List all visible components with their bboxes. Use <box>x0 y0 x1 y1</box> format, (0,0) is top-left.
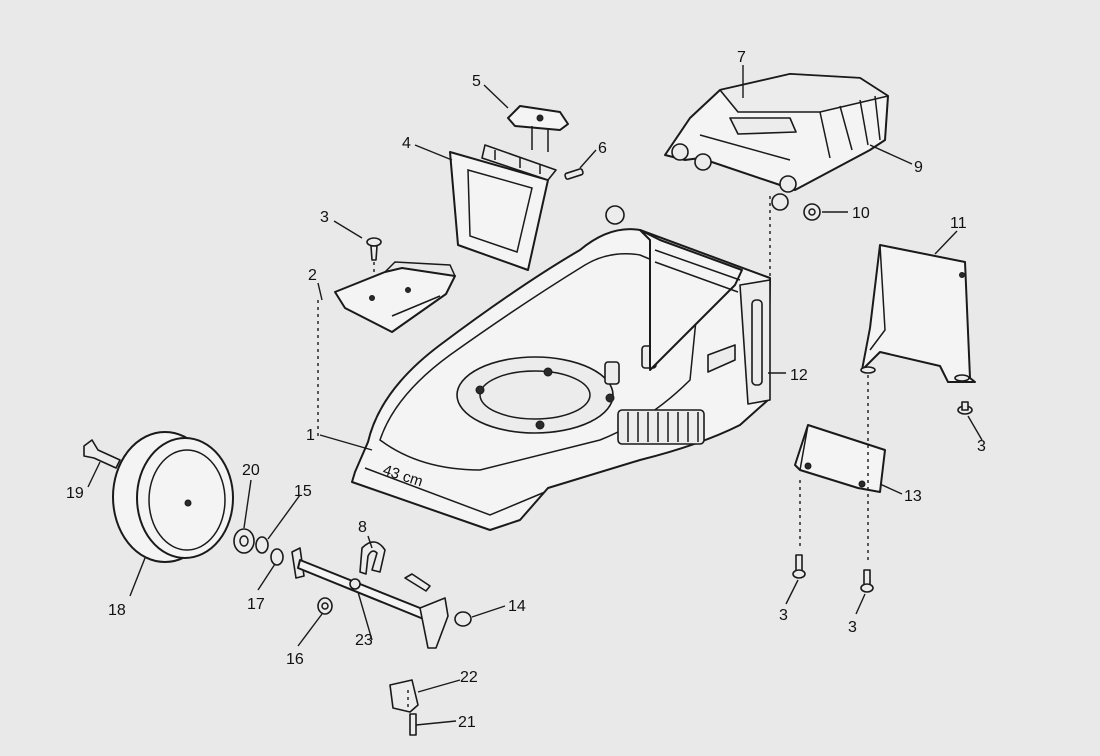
part-bushing-10 <box>771 193 821 221</box>
callout-19: 19 <box>66 485 84 502</box>
callout-3-lower-left: 3 <box>779 607 788 624</box>
callout-3-right: 3 <box>977 438 986 455</box>
callout-3-upper: 3 <box>320 209 329 226</box>
part-l-pin <box>404 573 431 592</box>
callout-9: 9 <box>914 159 923 176</box>
callout-1: 1 <box>306 427 315 444</box>
callout-5: 5 <box>472 73 481 90</box>
part-spacer-20 <box>233 528 255 554</box>
callout-14: 14 <box>508 598 526 615</box>
callout-13: 13 <box>904 488 922 505</box>
part-bracket <box>794 424 886 493</box>
callout-11: 11 <box>950 215 967 232</box>
part-side-guard <box>860 244 976 383</box>
callout-17: 17 <box>247 596 265 613</box>
callout-8: 8 <box>358 519 367 536</box>
part-wheel <box>112 431 234 563</box>
part-screw-3-right <box>957 401 973 415</box>
part-plate-22 <box>389 679 419 713</box>
part-deflector-plate <box>334 261 456 333</box>
part-rear-frame <box>449 144 557 271</box>
callout-labels: 1 2 3 4 5 6 7 9 10 11 12 3 13 14 15 20 1… <box>66 49 986 731</box>
leader-lines <box>87 65 983 726</box>
callout-6: 6 <box>598 140 607 157</box>
part-latch <box>507 105 569 152</box>
callout-20: 20 <box>242 462 260 479</box>
part-screw-3-lower-right <box>860 569 874 593</box>
part-clip <box>359 541 386 575</box>
part-screw-3-upper <box>366 237 382 261</box>
callout-2: 2 <box>308 267 317 284</box>
callout-18: 18 <box>108 602 126 619</box>
callout-3-lower-right: 3 <box>848 619 857 636</box>
callout-23: 23 <box>355 632 373 649</box>
callout-4: 4 <box>402 135 411 152</box>
part-washer-17 <box>270 548 284 566</box>
assembly-lines <box>317 196 869 712</box>
callout-21: 21 <box>458 714 476 731</box>
part-nut-16 <box>317 597 333 615</box>
part-washer-15 <box>255 536 269 554</box>
part-nut-14 <box>454 611 472 627</box>
part-pin <box>564 168 584 180</box>
part-mower-deck: 43 cm <box>351 205 771 531</box>
part-wheel-bolt <box>83 439 121 469</box>
part-axle <box>291 547 449 649</box>
callout-15: 15 <box>294 483 312 500</box>
callout-12: 12 <box>790 367 808 384</box>
part-screw-21 <box>409 713 417 736</box>
callout-22: 22 <box>460 669 478 686</box>
part-rear-cover <box>664 73 889 193</box>
callout-10: 10 <box>852 205 870 222</box>
part-screw-3-lower-left <box>792 554 806 579</box>
callout-16: 16 <box>286 651 304 668</box>
callout-7: 7 <box>737 49 746 66</box>
